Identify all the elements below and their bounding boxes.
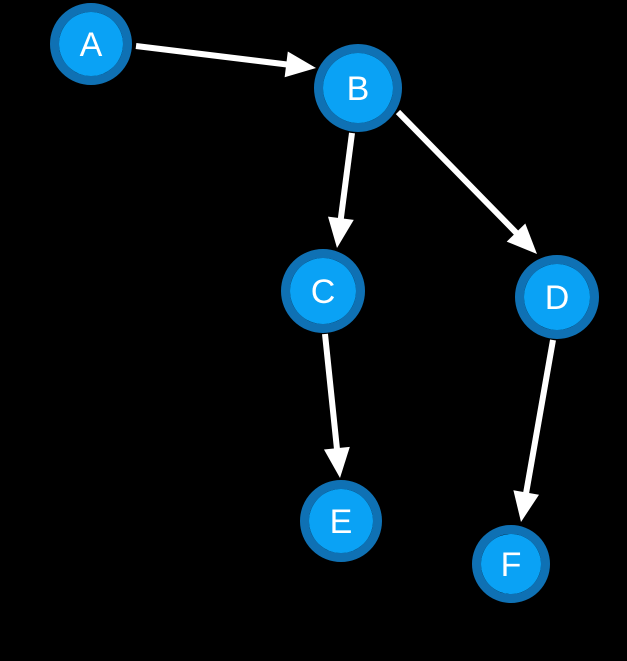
node-label-c: C bbox=[311, 273, 336, 311]
graph-node-b[interactable]: B bbox=[314, 44, 402, 132]
graph-edge-c-e bbox=[322, 333, 350, 478]
node-label-d: D bbox=[545, 279, 570, 317]
arrowhead-icon bbox=[506, 223, 537, 254]
node-ring bbox=[300, 480, 382, 562]
node-circle[interactable] bbox=[290, 258, 356, 324]
arrowhead-icon bbox=[327, 216, 354, 248]
graph-edge-b-c bbox=[327, 132, 355, 248]
arrowhead-icon bbox=[513, 490, 539, 522]
node-circle[interactable] bbox=[481, 534, 541, 594]
node-label-a: A bbox=[80, 26, 103, 64]
arrowhead-icon bbox=[323, 446, 350, 478]
node-ring bbox=[50, 3, 132, 85]
node-label-f: F bbox=[501, 546, 522, 584]
graph-node-d[interactable]: D bbox=[515, 255, 599, 339]
graph-edge-d-f bbox=[513, 339, 556, 522]
node-circle[interactable] bbox=[524, 264, 590, 330]
node-label-e: E bbox=[330, 503, 353, 541]
node-circle[interactable] bbox=[309, 489, 373, 553]
graph-edge-b-d bbox=[395, 109, 537, 254]
graph-node-e[interactable]: E bbox=[300, 480, 382, 562]
node-ring bbox=[472, 525, 550, 603]
arrowhead-icon bbox=[284, 51, 316, 78]
node-ring bbox=[515, 255, 599, 339]
graph-node-a[interactable]: A bbox=[50, 3, 132, 85]
graph-edge-a-b bbox=[135, 43, 316, 78]
node-ring bbox=[314, 44, 402, 132]
node-label-b: B bbox=[347, 70, 370, 108]
node-circle[interactable] bbox=[59, 12, 123, 76]
graph-node-f[interactable]: F bbox=[472, 525, 550, 603]
node-circle[interactable] bbox=[323, 53, 393, 123]
edge-layer bbox=[135, 43, 556, 522]
graph-node-c[interactable]: C bbox=[281, 249, 365, 333]
node-ring bbox=[281, 249, 365, 333]
node-layer: A B C D E F bbox=[50, 3, 599, 603]
